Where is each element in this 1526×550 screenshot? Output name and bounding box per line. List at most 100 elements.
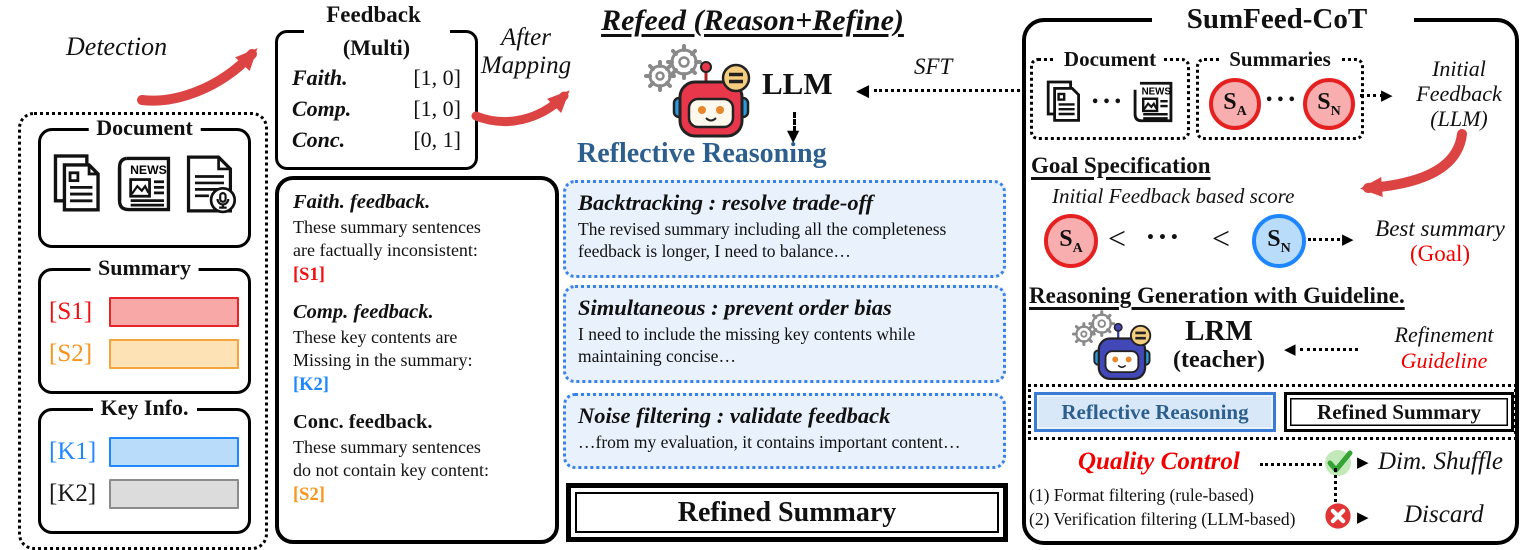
best-summary-arrowhead-icon: ▶ xyxy=(1342,230,1354,248)
faith-feedback-tag: [S1] xyxy=(293,265,325,285)
conc-feedback-section: Conc. feedback. These summary sentences … xyxy=(293,408,541,509)
best-summary-label: Best summary (Goal) xyxy=(1375,216,1505,266)
summaries-dots: ••• xyxy=(1265,93,1299,108)
faith-value: [1, 0] xyxy=(413,65,461,90)
refeed-title: Refeed (Reason+Refine) xyxy=(601,4,904,37)
feedback-box-title: Feedback xyxy=(326,2,421,27)
guideline-arrowhead-icon: ◀ xyxy=(1284,340,1296,358)
lrm-label: LRM xyxy=(1185,315,1253,347)
s1-bar xyxy=(109,297,239,327)
after-mapping-arrow xyxy=(471,90,570,126)
less-than-1: < xyxy=(1108,220,1127,256)
outputs-group-box xyxy=(1028,384,1517,440)
sumfeed-title: SumFeed-CoT xyxy=(1186,3,1368,35)
s2-tag: [S2] xyxy=(49,340,93,367)
goal-specification-heading: Goal Specification xyxy=(1031,153,1211,178)
noise-filtering-box: Noise filtering : validate feedback …fro… xyxy=(563,393,1006,469)
noise-filtering-title: Noise filtering : validate feedback xyxy=(578,403,891,428)
x-icon xyxy=(1325,503,1351,529)
filter-rule-label: (1) Format filtering (rule-based) xyxy=(1029,485,1254,505)
comp-feedback-header: Comp. feedback. xyxy=(293,301,434,323)
document-box-title: Document xyxy=(88,115,201,141)
summary-n-circle: SN xyxy=(1303,78,1355,130)
quality-control-line xyxy=(1260,463,1322,466)
guideline-arrow-line xyxy=(1300,348,1358,351)
comp-value: [1, 0] xyxy=(413,96,461,121)
faith-feedback-section: Faith. feedback. These summary sentences… xyxy=(293,188,541,289)
sumfeed-document-title: Document xyxy=(1055,46,1165,72)
llm-down-arrow-line xyxy=(793,112,796,132)
document-dots: ••• xyxy=(1091,94,1125,110)
input-group-box xyxy=(18,112,268,550)
conc-feedback-tag: [S2] xyxy=(293,485,325,505)
k2-bar xyxy=(109,479,239,509)
llm-robot-icon xyxy=(644,44,751,138)
svg-text:NEWS: NEWS xyxy=(1142,87,1172,98)
reasoning-generation-heading: Reasoning Generation with Guideline. xyxy=(1029,283,1405,308)
backtracking-title: Backtracking : resolve trade-off xyxy=(578,190,874,215)
best-summary-arrow-line xyxy=(1308,238,1346,241)
sft-arrow-line xyxy=(874,89,1020,92)
key-info-box: Key Info. [K1] [K2] xyxy=(38,395,251,534)
refinement-guideline-label: Refinement Guideline xyxy=(1394,322,1494,373)
sumfeed-document-box: Document ••• NEWS xyxy=(1030,46,1190,140)
simultaneous-body: I need to include the missing key conten… xyxy=(578,324,916,366)
document-pages-icon xyxy=(1046,80,1081,122)
comp-feedback-section: Comp. feedback. These key contents are M… xyxy=(293,298,541,399)
score-caption: Initial Feedback based score xyxy=(1052,184,1295,208)
score-summary-a-circle: SA xyxy=(1044,214,1098,268)
less-than-2: < xyxy=(1212,220,1231,256)
lrm-label-group: LRM (teacher) xyxy=(1152,316,1286,374)
detection-arrow xyxy=(137,48,258,106)
fail-arrowhead-icon: ▶ xyxy=(1357,508,1369,526)
k2-tag: [K2] xyxy=(49,480,97,507)
sumfeed-panel: SumFeed-CoT Document ••• NEWS xyxy=(1022,3,1519,545)
dim-shuffle-label: Dim. Shuffle xyxy=(1378,448,1503,475)
document-audio-icon xyxy=(186,155,236,214)
feedback-detail-box: Faith. feedback. These summary sentences… xyxy=(275,176,559,544)
pass-arrowhead-icon: ▶ xyxy=(1357,453,1369,471)
comp-feedback-text: These key contents are Missing in the su… xyxy=(293,327,473,370)
quality-control-label: Quality Control xyxy=(1078,448,1240,475)
conc-label: Conc. xyxy=(292,127,346,152)
score-dots: ••• xyxy=(1146,230,1182,246)
filter-llm-label: (2) Verification filtering (LLM-based) xyxy=(1029,509,1296,529)
svg-text:NEWS: NEWS xyxy=(130,163,167,177)
llm-label: LLM xyxy=(762,66,833,101)
sft-label: SFT xyxy=(914,54,953,79)
reflective-reasoning-heading: Reflective Reasoning xyxy=(577,138,827,169)
lrm-robot-icon xyxy=(1071,310,1152,380)
after-mapping-label: After Mapping xyxy=(480,24,572,79)
feedback-box: (Multi) Faith. [1, 0] Comp. [1, 0] Conc.… xyxy=(275,28,478,170)
newspaper-icon: NEWS xyxy=(117,156,170,212)
quality-control-branch-line xyxy=(1334,468,1337,510)
conc-feedback-header: Conc. feedback. xyxy=(293,411,433,433)
initial-feedback-label: Initial Feedback (LLM) xyxy=(1416,56,1502,131)
llm-down-arrowhead-icon: ▼ xyxy=(787,126,800,145)
refined-summary-label: Refined Summary xyxy=(677,496,897,528)
backtracking-box: Backtracking : resolve trade-off The rev… xyxy=(563,180,1006,278)
detection-label: Detection xyxy=(66,32,168,61)
summary-box: Summary [S1] [S2] xyxy=(38,255,251,394)
faith-feedback-header: Faith. feedback. xyxy=(293,191,431,213)
conc-value: [0, 1] xyxy=(413,127,461,152)
comp-feedback-tag: [K2] xyxy=(293,375,329,395)
feedback-box-subtitle: (Multi) xyxy=(342,35,411,60)
noise-filtering-body: …from my evaluation, it contains importa… xyxy=(578,432,961,452)
simultaneous-title: Simultaneous : prevent order bias xyxy=(578,295,892,320)
document-box: Document NEWS xyxy=(38,115,251,248)
comp-label: Comp. xyxy=(292,96,352,121)
teacher-label: (teacher) xyxy=(1173,347,1265,373)
refined-summary-box: Refined Summary xyxy=(566,483,1008,542)
check-icon xyxy=(1325,450,1353,476)
summary-box-title: Summary xyxy=(90,255,199,281)
discard-label: Discard xyxy=(1404,501,1484,528)
sumfeed-summaries-title: Summaries xyxy=(1221,46,1339,72)
s2-bar xyxy=(109,339,239,369)
simultaneous-box: Simultaneous : prevent order bias I need… xyxy=(563,285,1006,383)
k1-bar xyxy=(109,437,239,467)
backtracking-body: The revised summary including all the co… xyxy=(578,219,947,261)
faith-feedback-text: These summary sentences are factually in… xyxy=(293,217,481,260)
refined-summary-badge: Refined Summary xyxy=(1284,392,1514,432)
